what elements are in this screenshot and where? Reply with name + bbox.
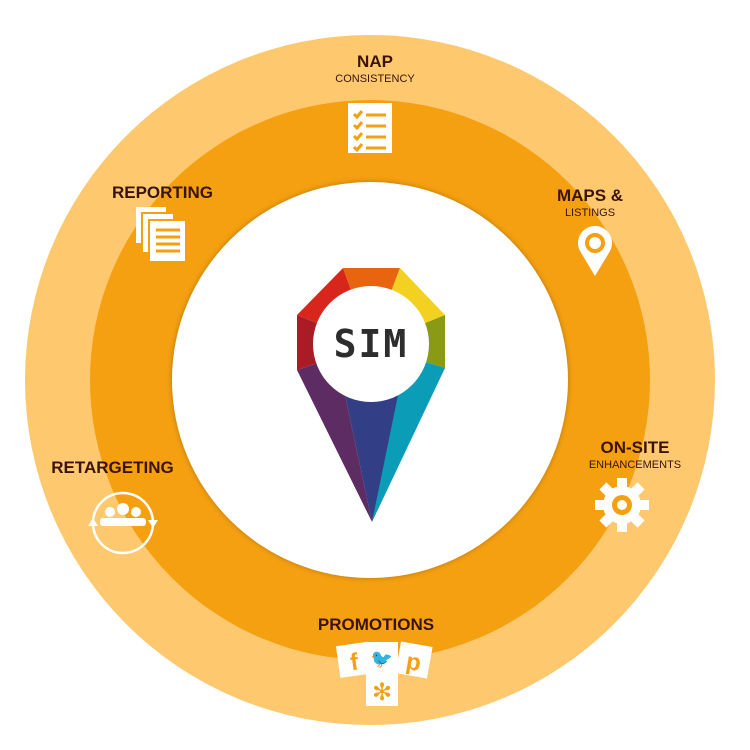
logo-text: SIM [334,322,409,366]
service-title: NAP [357,52,393,71]
audience-cycle-icon [88,491,158,555]
service-on-site: ON-SITE ENHANCEMENTS [570,438,700,472]
service-subtitle: ENHANCEMENTS [588,459,682,471]
svg-text:🐦: 🐦 [371,649,393,670]
service-title: ON-SITE [600,438,670,457]
checklist-icon [348,103,392,153]
map-pin-icon [578,226,612,276]
documents-icon [136,207,187,263]
service-nap: NAP CONSISTENCY [310,52,440,86]
social-media-icons: f 🐦 p ✻ [335,641,433,706]
service-retargeting: RETARGETING [40,458,185,478]
service-reporting: REPORTING [100,183,225,203]
service-subtitle: LISTINGS [564,207,616,219]
service-maps-listings: MAPS & LISTINGS [530,186,650,220]
yelp-icon [366,672,398,706]
svg-text:✻: ✻ [372,678,392,706]
gear-icon [595,478,649,532]
service-title: PROMOTIONS [317,615,435,634]
service-title: RETARGETING [51,458,174,477]
service-promotions: PROMOTIONS [296,615,456,635]
twitter-icon [366,642,398,674]
svg-text:p: p [404,648,423,677]
service-title: MAPS & [556,186,624,205]
service-subtitle: CONSISTENCY [335,73,415,85]
service-title: REPORTING [111,183,214,202]
